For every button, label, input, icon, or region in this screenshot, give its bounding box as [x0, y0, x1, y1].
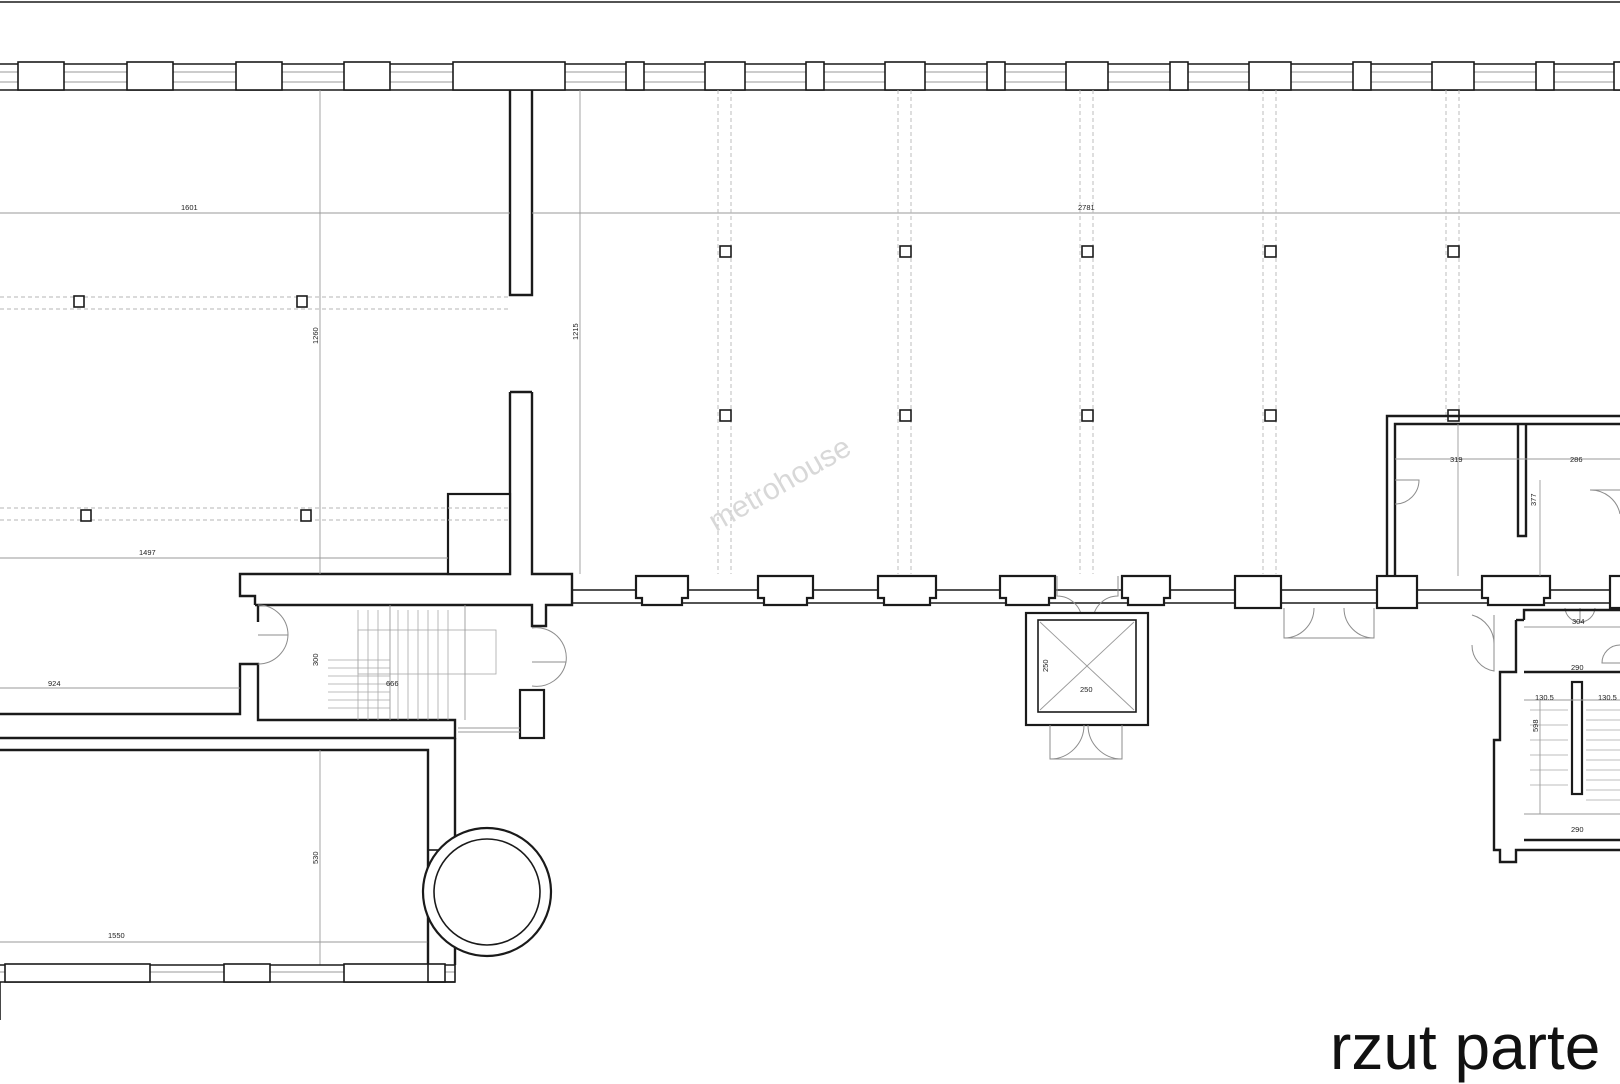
dim-1215: 1215 — [571, 323, 580, 340]
dimension-labels: 1601 2781 1260 1215 1497 300 666 924 530… — [48, 203, 1617, 940]
column — [1081, 409, 1094, 422]
drawing-title: rzut parte — [1330, 1011, 1601, 1083]
dim-250-vertical: 250 — [1041, 659, 1050, 672]
column — [899, 409, 912, 422]
dim-300: 300 — [311, 653, 320, 666]
dim-377: 377 — [1529, 493, 1538, 506]
right-staircase — [1471, 608, 1620, 864]
column — [1264, 409, 1277, 422]
dim-598: 598 — [1531, 719, 1540, 732]
left-staircase — [0, 604, 567, 740]
dim-130-5-right: 130.5 — [1598, 693, 1617, 702]
column — [300, 509, 312, 522]
column — [1264, 245, 1277, 258]
dim-290-bottom: 290 — [1571, 825, 1584, 834]
dim-2781: 2781 — [1078, 203, 1095, 212]
dim-1260: 1260 — [311, 327, 320, 344]
column — [719, 409, 732, 422]
left-hall — [0, 90, 510, 574]
central-wall — [238, 90, 574, 628]
dim-1601: 1601 — [181, 203, 198, 212]
column — [719, 245, 732, 258]
top-facade-wall — [0, 61, 1620, 91]
dim-304: 304 — [1572, 617, 1585, 626]
dim-924: 924 — [48, 679, 61, 688]
column — [1447, 245, 1460, 258]
column — [1081, 245, 1094, 258]
dim-130-5-left: 130.5 — [1535, 693, 1554, 702]
right-rooms — [1385, 414, 1620, 576]
column — [73, 295, 85, 308]
column — [296, 295, 308, 308]
column — [899, 245, 912, 258]
dim-1550: 1550 — [108, 931, 125, 940]
column — [80, 509, 92, 522]
dim-1497: 1497 — [139, 548, 156, 557]
main-hall — [532, 90, 1620, 574]
dim-319: 319 — [1450, 455, 1463, 464]
south-facade — [572, 574, 1620, 639]
dim-250-horizontal: 250 — [1080, 685, 1093, 694]
lower-left-room — [0, 738, 457, 1020]
round-tower — [421, 826, 553, 958]
dim-666: 666 — [386, 679, 399, 688]
dim-290-top: 290 — [1571, 663, 1584, 672]
dim-530: 530 — [311, 851, 320, 864]
elevator — [1024, 611, 1150, 760]
dim-286: 286 — [1570, 455, 1583, 464]
